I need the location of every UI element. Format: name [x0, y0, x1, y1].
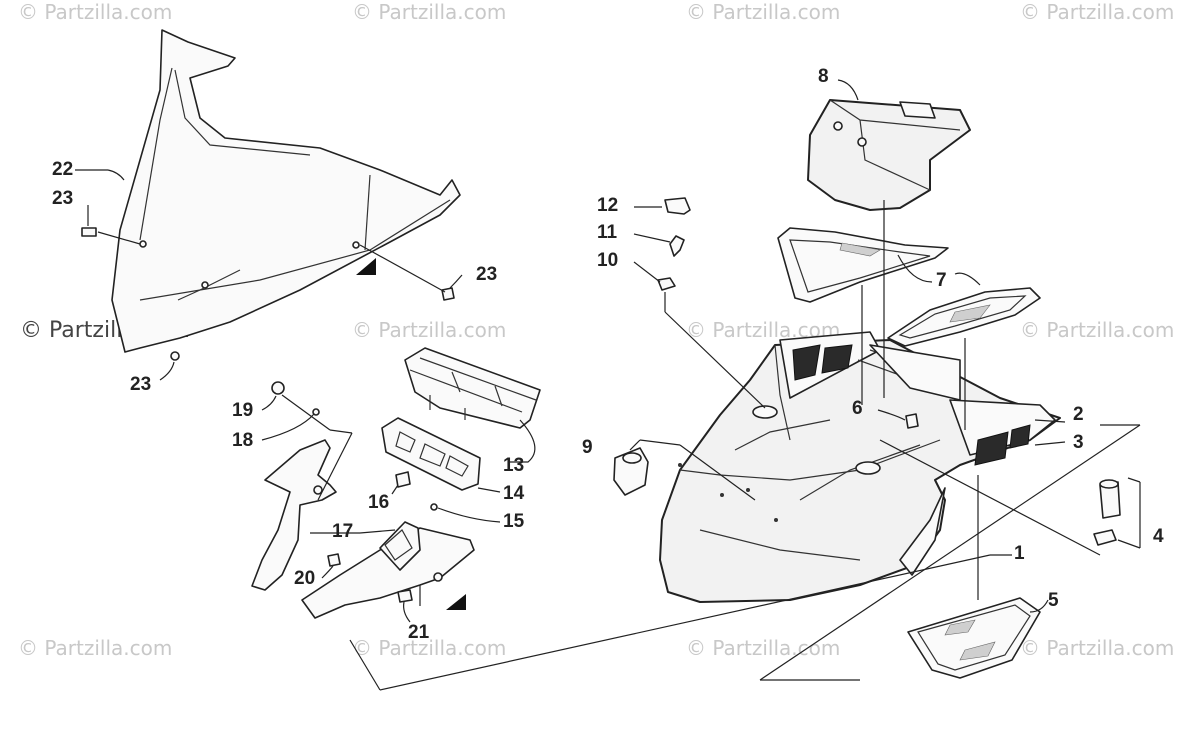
- watermark: © Partzilla.com: [1020, 636, 1175, 660]
- callout-7: 7: [936, 270, 947, 291]
- watermark: © Partzilla.com: [352, 636, 507, 660]
- callout-21: 21: [408, 622, 430, 643]
- mat-5-part: [907, 597, 1049, 679]
- callout-3: 3: [1073, 432, 1084, 453]
- callout-23: 23: [130, 374, 152, 395]
- callout-4: 4: [1153, 526, 1164, 547]
- callout-15: 15: [503, 511, 525, 532]
- gauge-part: [404, 347, 541, 463]
- watermark: © Partzilla.com: [686, 0, 841, 24]
- watermark: © Partzilla.com: [1020, 0, 1175, 24]
- screw-23-part: [81, 205, 463, 381]
- callout-16: 16: [368, 492, 390, 513]
- windshield-part: [111, 29, 461, 353]
- callout-13: 13: [503, 455, 525, 476]
- storage-box-part: [807, 79, 971, 211]
- callout-5: 5: [1048, 590, 1059, 611]
- fastener-15-16-part: [391, 471, 501, 523]
- ignition-key-part: [633, 197, 766, 409]
- hood-part: [659, 331, 1061, 603]
- mount-bracket-part: [251, 381, 475, 623]
- callout-6: 6: [852, 398, 863, 419]
- watermark: © Partzilla.com: [18, 0, 173, 24]
- bracket-plate-part: [381, 417, 501, 493]
- callout-17: 17: [332, 521, 354, 542]
- callout-10: 10: [597, 250, 619, 271]
- callout-18: 18: [232, 430, 254, 451]
- watermark: © Partzilla.com: [686, 636, 841, 660]
- callout-14: 14: [503, 483, 525, 504]
- switch-9-part: [613, 439, 756, 501]
- watermark: © Partzilla.com: [18, 636, 173, 660]
- callout-1: 1: [1014, 543, 1025, 564]
- callout-12: 12: [597, 195, 619, 216]
- clip-6-part: [877, 409, 919, 429]
- outlet-4-part: [1093, 477, 1141, 549]
- callout-9: 9: [582, 437, 593, 458]
- callout-22: 22: [52, 159, 74, 180]
- callout-2: 2: [1073, 404, 1084, 425]
- callout-23: 23: [476, 264, 498, 285]
- watermark: © Partzilla.com: [1020, 318, 1175, 342]
- watermark: © Partzilla.com: [352, 0, 507, 24]
- side-panel-7-part: [777, 227, 1041, 347]
- callout-8: 8: [818, 66, 829, 87]
- callout-20: 20: [294, 568, 316, 589]
- callout-19: 19: [232, 400, 254, 421]
- callout-11: 11: [597, 222, 618, 243]
- watermark: © Partzilla.com: [352, 318, 507, 342]
- callout-23: 23: [52, 188, 74, 209]
